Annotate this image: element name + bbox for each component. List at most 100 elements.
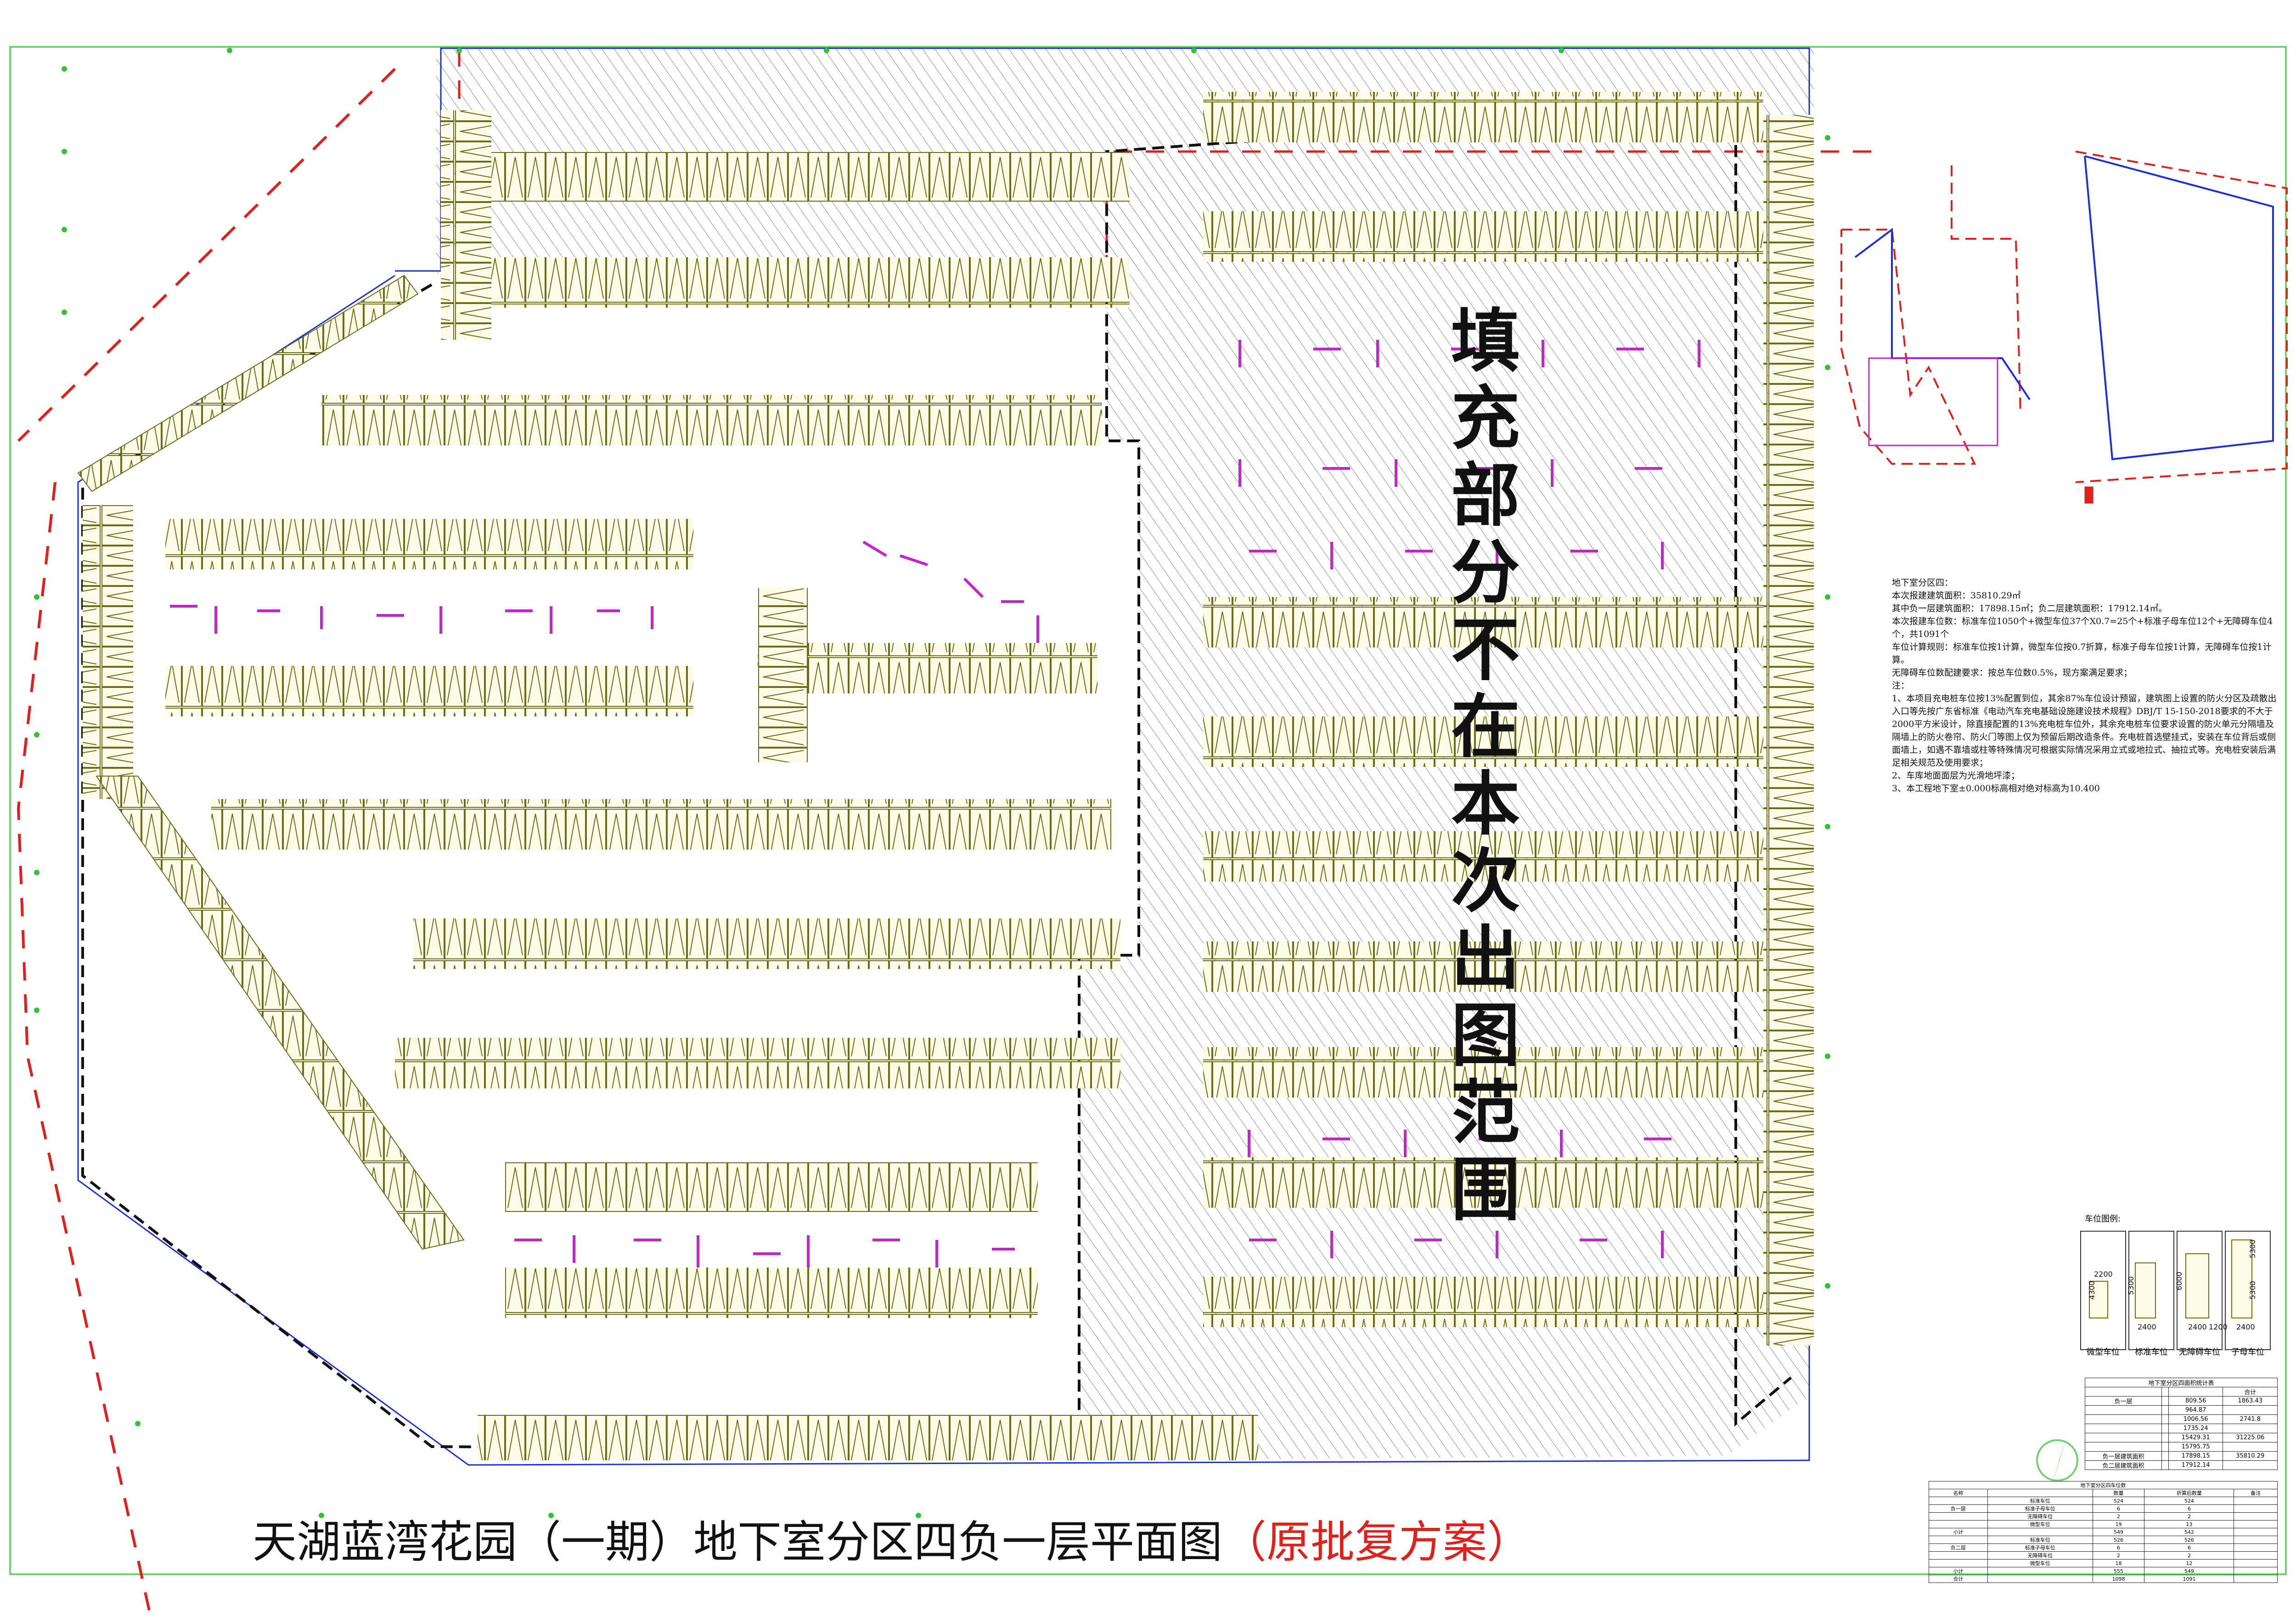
table-cell <box>2085 1414 2162 1424</box>
table-header: 数量 <box>2092 1489 2145 1497</box>
table-cell <box>2234 1551 2278 1560</box>
table-cell: 小计 <box>1928 1567 1988 1575</box>
note-line: 其中负一层建筑面积：17898.15㎡；负二层建筑面积：17912.14㎡。 <box>1892 603 2167 614</box>
legend-dim: 2400 <box>2138 1323 2156 1331</box>
table-cell <box>2161 1414 2169 1424</box>
table-cell <box>2085 1433 2162 1442</box>
note-line: 1、本项目充电桩车位按13%配置到位，其余87%车位设计预留，建筑图上设置的防火… <box>1892 693 2277 768</box>
legend-label: 标准车位 <box>2135 1347 2168 1357</box>
diagonal-stalls <box>77 275 465 1250</box>
table-cell <box>2234 1536 2278 1544</box>
legend-item-accessible <box>2177 1231 2223 1350</box>
table-cell: 负一层 <box>1928 1504 1988 1513</box>
table-cell <box>2085 1424 2162 1433</box>
table-cell: 13 <box>2144 1520 2234 1528</box>
table-cell <box>2223 1424 2278 1433</box>
table-cell <box>2234 1543 2278 1552</box>
parking-stalls <box>83 92 1814 1460</box>
table-cell: 549 <box>2092 1528 2145 1536</box>
table-cell: 合计 <box>1928 1575 1988 1583</box>
drawing-title-suffix: （原批复方案） <box>1222 1516 1531 1568</box>
table-cell: 微型车位 <box>1987 1559 2093 1567</box>
legend-dim: 1200 <box>2209 1323 2228 1331</box>
table-cell: 负二层建筑面积 <box>2085 1460 2162 1470</box>
table-row: 1735.24 <box>2085 1424 2278 1433</box>
legend-dim: 5300 <box>2126 1276 2135 1295</box>
table-cell <box>1987 1575 2093 1583</box>
table-cell: 526 <box>2092 1536 2145 1544</box>
table-cell <box>2223 1460 2278 1470</box>
table-cell: 15795.75 <box>2168 1442 2223 1452</box>
note-line: 无障碍车位数配建要求：按总车位数0.5%，现方案满足要求； <box>1892 668 2133 678</box>
table-cell: 负二层 <box>1928 1543 1988 1552</box>
table-cell: 524 <box>2144 1497 2234 1505</box>
legend-dim: 2200 <box>2094 1270 2113 1278</box>
table-cell <box>2085 1405 2162 1415</box>
table-cell: 小计 <box>1928 1528 1988 1536</box>
table-cell: 2 <box>2144 1551 2234 1560</box>
legend-item-micro <box>2080 1231 2126 1350</box>
drawing-frame <box>9 46 2287 1575</box>
legend-label: 微型车位 <box>2087 1347 2120 1357</box>
table-cell <box>2234 1504 2278 1513</box>
table-cell <box>2085 1442 2162 1452</box>
table-title: 地下室分区四车位数 <box>1929 1481 2278 1489</box>
note-line: 注： <box>1892 681 1910 691</box>
table-cell: 2 <box>2092 1551 2145 1560</box>
green-markers <box>34 48 1830 1518</box>
table-header <box>2161 1387 2169 1397</box>
legend-item-standard <box>2128 1231 2174 1350</box>
table-cell: 标准车位 <box>1987 1536 2093 1544</box>
legend-glyphs <box>2089 1239 2252 1318</box>
table-cell: 负一层 <box>2085 1396 2162 1406</box>
legend-label: 无障碍车位 <box>2179 1347 2220 1357</box>
table-cell: 549 <box>2144 1567 2234 1575</box>
table-cell: 524 <box>2092 1497 2145 1505</box>
table-cell: 17898.15 <box>2168 1451 2223 1461</box>
table-cell: 标准车位 <box>1987 1497 2093 1505</box>
table-cell: 微型车位 <box>1987 1520 2093 1528</box>
table-cell: 6 <box>2092 1504 2145 1513</box>
table-cell <box>2161 1396 2169 1406</box>
table-cell <box>2161 1442 2169 1452</box>
table-cell: 1091 <box>2144 1575 2234 1583</box>
table-row: 负二层建筑面积 17912.14 <box>2085 1460 2278 1470</box>
table-cell: 6 <box>2092 1543 2145 1552</box>
table-cell: 2 <box>2144 1512 2234 1521</box>
legend-dim: 2400 <box>2188 1323 2207 1331</box>
table-cell <box>2161 1424 2169 1433</box>
table-cell: 无障碍车位 <box>1987 1551 2093 1560</box>
legend-dim: 4300 <box>2087 1281 2096 1300</box>
note-line: 车位计算规则：标准车位按1计算，微型车位按0.7折算，标准子母车位按1计算，无障… <box>1892 642 2272 665</box>
note-line: 2、车库地面面层为光滑地坪漆； <box>1892 771 2020 781</box>
table-cell <box>2161 1451 2169 1461</box>
table-cell <box>1928 1536 1988 1544</box>
table-cell <box>1928 1520 1988 1528</box>
table-cell: 15429.31 <box>2168 1433 2223 1442</box>
table-cell: 17912.14 <box>2168 1460 2223 1470</box>
drawing-title: 天湖蓝湾花园（一期）地下室分区四负一层平面图（原批复方案） <box>253 1506 1531 1570</box>
table-cell: 2 <box>2092 1512 2145 1521</box>
table-cell: 542 <box>2144 1528 2234 1536</box>
table-cell <box>2223 1442 2278 1452</box>
magenta-walls <box>170 340 1700 1267</box>
table-header: 折算后数量 <box>2144 1489 2234 1497</box>
key-plan <box>1840 151 2288 504</box>
table-cell: 555 <box>2092 1567 2145 1575</box>
note-line: 地下室分区四： <box>1892 578 1953 588</box>
table-cell: 1098 <box>2092 1575 2145 1583</box>
table-cell <box>1928 1551 1988 1560</box>
table-cell: 6 <box>2144 1504 2234 1513</box>
table-header: 名称 <box>1928 1489 1988 1497</box>
table-cell: 31225.06 <box>2223 1433 2278 1442</box>
